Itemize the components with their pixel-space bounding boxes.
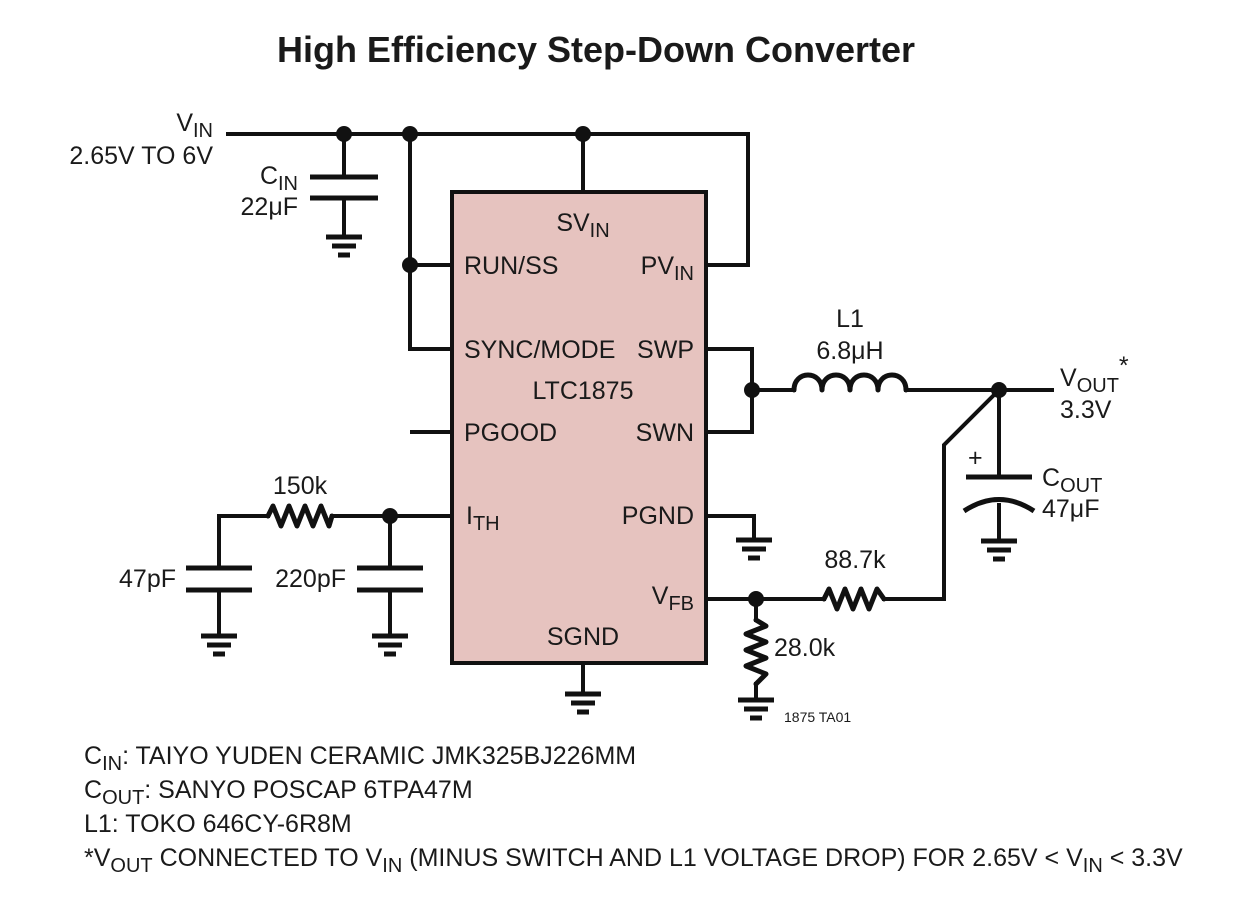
ground-c47-icon	[201, 633, 237, 657]
junction-dot	[402, 257, 418, 273]
junction-dot	[336, 126, 352, 142]
c220-capacitor	[357, 565, 423, 593]
feedback-wire	[882, 387, 1002, 601]
pin-swp-label: SWP	[637, 336, 694, 364]
vout-value-label: 3.3V	[1060, 396, 1112, 424]
figure-id: 1875 TA01	[784, 709, 851, 725]
junction-dot	[748, 591, 764, 607]
l1-name-label: L1	[836, 305, 864, 333]
r150k-resistor	[265, 503, 335, 529]
ground-sgnd-icon	[565, 691, 601, 715]
r280k-resistor	[743, 617, 769, 687]
cin-name-label: CIN	[260, 162, 298, 195]
junction-dot	[575, 126, 591, 142]
ic-part-label: LTC1875	[533, 377, 634, 405]
pin-run-ss-label: RUN/SS	[464, 252, 558, 280]
cout-name-label: COUT	[1042, 464, 1102, 497]
l1-value-label: 6.8μH	[816, 337, 883, 365]
pin-pvin-label: PVIN	[641, 252, 694, 285]
note-cout: COUT: SANYO POSCAP 6TPA47M	[84, 776, 473, 809]
cin-capacitor	[310, 174, 378, 201]
pin-sgnd-label: SGND	[547, 623, 619, 651]
ground-rbottom-icon	[738, 697, 774, 721]
ground-cout-icon	[981, 538, 1017, 562]
ground-c220-icon	[372, 633, 408, 657]
pin-vfb-label: VFB	[652, 582, 694, 615]
r887k-resistor	[821, 586, 887, 612]
junction-dots	[336, 126, 1007, 607]
ground-cin-icon	[326, 234, 362, 258]
junction-dot	[744, 382, 760, 398]
r280k-label: 28.0k	[774, 634, 836, 662]
cout-polarity-label: +	[968, 444, 983, 472]
vin-range-label: 2.65V TO 6V	[69, 142, 213, 170]
ground-pgnd-icon	[736, 537, 772, 561]
cout-value-label: 47μF	[1042, 495, 1099, 523]
diagram-title: High Efficiency Step-Down Converter	[277, 29, 915, 70]
note-l1: L1: TOKO 646CY-6R8M	[84, 810, 352, 838]
vin-label: VIN	[176, 109, 213, 142]
cout-capacitor	[962, 474, 1036, 514]
note-footnote: *VOUT CONNECTED TO VIN (MINUS SWITCH AND…	[84, 844, 1183, 877]
junction-dot	[382, 508, 398, 524]
c47-label: 47pF	[119, 565, 176, 593]
pin-sync-mode-label: SYNC/MODE	[464, 336, 615, 364]
pin-pgood-label: PGOOD	[464, 419, 557, 447]
r150k-label: 150k	[273, 472, 328, 500]
pin-ith-label: ITH	[466, 502, 500, 535]
vin-rail-wire	[226, 132, 750, 267]
vout-label: VOUT*	[1060, 352, 1129, 397]
cin-value-label: 22μF	[241, 193, 298, 221]
comp-left-wire	[217, 514, 270, 570]
junction-dot	[991, 382, 1007, 398]
note-cin: CIN: TAIYO YUDEN CERAMIC JMK325BJ226MM	[84, 742, 636, 775]
pin-swn-label: SWN	[636, 419, 694, 447]
c47-capacitor	[186, 565, 252, 593]
r887k-label: 88.7k	[824, 546, 886, 574]
pin-pgnd-label: PGND	[622, 502, 694, 530]
pin-svin-label: SVIN	[556, 209, 609, 242]
junction-dot	[402, 126, 418, 142]
l1-inductor	[791, 372, 909, 393]
ic-body	[450, 190, 708, 665]
c220-label: 220pF	[275, 565, 346, 593]
pgnd-wire	[704, 514, 756, 542]
